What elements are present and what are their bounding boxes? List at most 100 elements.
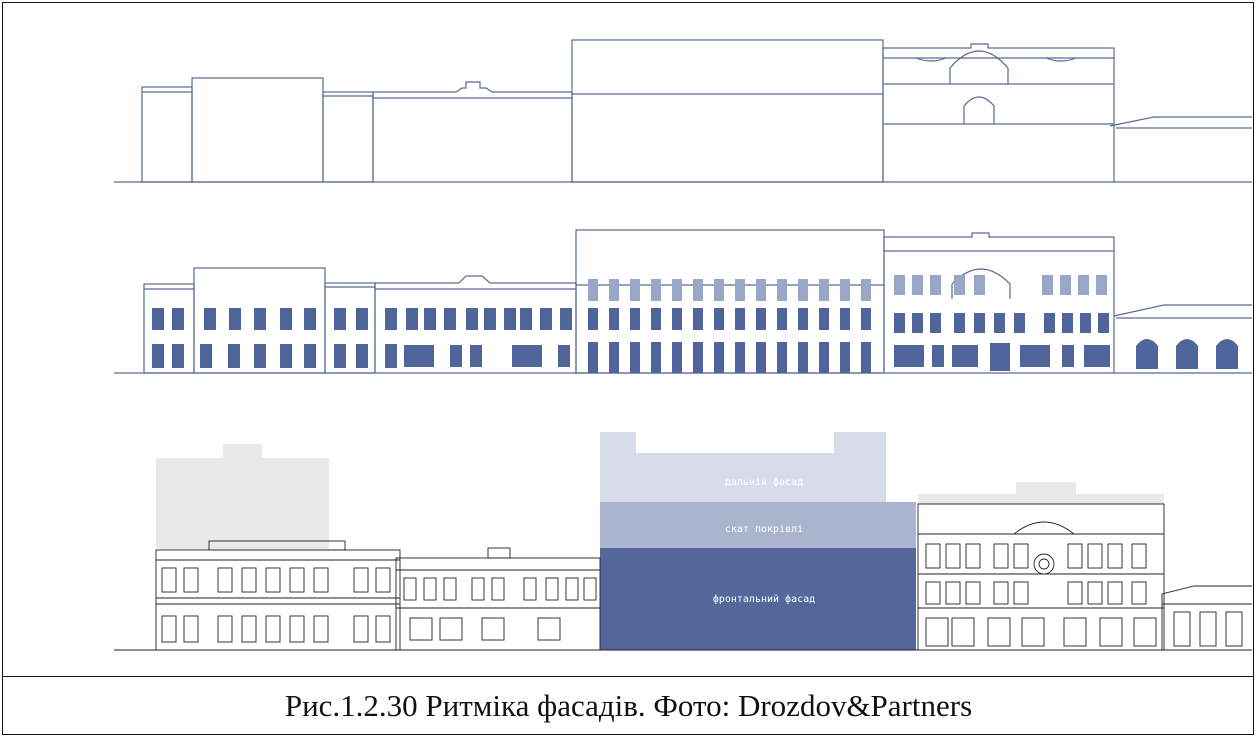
detail-window	[1067, 543, 1083, 569]
window	[777, 308, 787, 330]
frontal-facade-layer	[600, 548, 916, 650]
window	[735, 308, 745, 330]
window	[385, 344, 397, 368]
attic-window	[894, 275, 905, 295]
window	[693, 308, 703, 330]
window	[304, 344, 316, 368]
attic-window	[840, 279, 850, 301]
window	[609, 342, 619, 373]
window	[1062, 345, 1074, 367]
window	[974, 313, 985, 333]
detail-window	[1131, 581, 1147, 605]
attic-windows	[588, 275, 1107, 301]
detail-window	[1107, 543, 1123, 569]
attic-window	[1042, 275, 1053, 295]
window	[406, 308, 418, 330]
detail-window	[565, 577, 579, 601]
window	[385, 308, 397, 330]
window	[304, 308, 316, 330]
attic-window	[693, 279, 703, 301]
detail-window	[965, 581, 981, 605]
window	[861, 342, 871, 373]
far-facade-label: дальній фасад	[725, 476, 803, 488]
attic-window	[735, 279, 745, 301]
detail-window	[1099, 617, 1123, 647]
frontal-facade-label: фронтальний фасад	[713, 593, 815, 605]
detail-window	[993, 581, 1009, 605]
window	[630, 308, 640, 330]
detail-window	[523, 577, 537, 601]
window	[840, 342, 850, 373]
attic-window	[609, 279, 619, 301]
detail-window	[545, 577, 559, 601]
attic-window	[651, 279, 661, 301]
window	[735, 342, 745, 373]
window	[254, 344, 266, 368]
attic-window	[912, 275, 923, 295]
window	[152, 308, 164, 330]
caption-divider	[2, 676, 1254, 677]
detail-window	[1063, 617, 1087, 647]
detail-window	[353, 615, 369, 643]
upper-windows	[152, 308, 1109, 333]
detail-window	[1013, 543, 1029, 569]
detail-window	[183, 567, 199, 593]
attic-window	[930, 275, 941, 295]
window	[444, 308, 456, 330]
window	[229, 308, 241, 330]
detail-window	[313, 567, 329, 593]
detail-window	[925, 543, 941, 569]
detail-window	[1131, 543, 1147, 569]
window	[777, 342, 787, 373]
window	[756, 342, 766, 373]
window	[204, 308, 216, 330]
detail-window	[993, 543, 1009, 569]
roof-slope-label: скат покрівлі	[725, 523, 803, 535]
detail-window	[217, 567, 233, 593]
window	[930, 313, 941, 333]
detail-window	[537, 617, 561, 641]
detail-window	[375, 567, 391, 593]
window	[630, 342, 640, 373]
detail-window	[925, 617, 949, 647]
window	[588, 308, 598, 330]
window	[512, 345, 542, 367]
window	[588, 342, 598, 373]
detail-window	[353, 567, 369, 593]
window	[952, 345, 978, 367]
window	[334, 308, 346, 330]
detail-window	[491, 577, 505, 601]
window	[228, 344, 240, 368]
detailed-facades	[114, 503, 1252, 651]
window	[450, 345, 462, 367]
layered-facade-elevation: дальній фасад скат покрівлі фронтальний …	[114, 432, 1252, 651]
detail-window	[945, 581, 961, 605]
far-facade-layer	[600, 432, 886, 502]
attic-window	[756, 279, 766, 301]
arched-openings	[1136, 339, 1238, 369]
window	[404, 345, 434, 367]
window	[1080, 313, 1091, 333]
attic-window	[954, 275, 965, 295]
lower-windows	[152, 342, 1110, 373]
detail-window	[925, 581, 941, 605]
window	[424, 308, 436, 330]
window	[1014, 313, 1025, 333]
detail-window	[1225, 611, 1243, 647]
window	[990, 343, 1010, 371]
attic-window	[588, 279, 598, 301]
window	[912, 313, 923, 333]
detail-window	[1107, 581, 1123, 605]
window	[932, 345, 944, 367]
window	[540, 308, 552, 330]
detail-window	[1021, 617, 1045, 647]
outline-elevation	[114, 39, 1252, 183]
detail-window	[313, 615, 329, 643]
window	[1044, 313, 1055, 333]
attic-window	[1060, 275, 1071, 295]
window	[819, 308, 829, 330]
attic-window	[672, 279, 682, 301]
detail-window	[1013, 581, 1029, 605]
window	[558, 345, 570, 367]
